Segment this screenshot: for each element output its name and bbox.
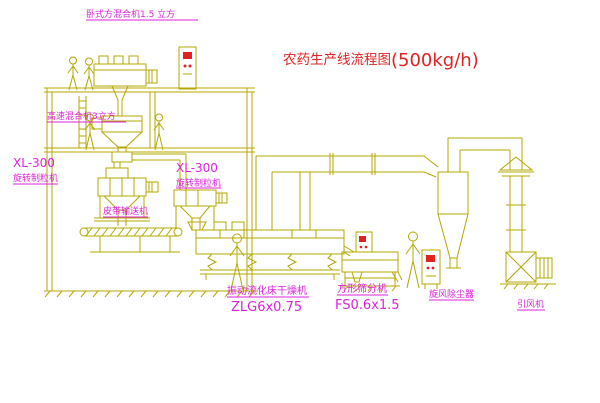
vent-cap (498, 156, 534, 177)
worker-figure-5 (229, 233, 245, 291)
diagram-title-capacity: (500kg/h) (391, 50, 479, 71)
fan-stack-duct (506, 176, 526, 252)
label-granulator-left-model: XL-300 (13, 156, 55, 170)
fluid-bed-dryer (187, 221, 355, 280)
label-sieve-name: 方形筛分机 (337, 282, 387, 295)
label-granulator-right-name: 旋转制粒机 (176, 177, 221, 189)
granulator-left (94, 167, 159, 226)
worker-figure-6 (405, 231, 421, 289)
diagram-title: 农药生产线流程图 (283, 52, 391, 68)
label-dryer-model: ZLG6x0.75 (231, 300, 302, 315)
induced-draft-fan (500, 251, 556, 290)
worker-figure-1 (67, 56, 79, 91)
label-belt-conveyor: 皮带输送机 (103, 205, 148, 217)
ground-hatch-building (44, 290, 255, 298)
building-frame (44, 87, 258, 292)
label-dryer-name: 振动流化床干燥机 (227, 284, 307, 297)
label-horizontal-mixer: 卧式方混合机1.5 立方 (86, 8, 175, 20)
granulator-right (173, 189, 228, 230)
distributor-pipe (111, 151, 187, 190)
horizontal-mixer (93, 55, 158, 116)
belt-conveyor (79, 227, 183, 253)
control-cabinet-sieve (355, 231, 373, 253)
label-cyclone: 旋风除尘器 (429, 288, 474, 300)
label-granulator-left-name: 旋转制粒机 (13, 172, 58, 184)
exhaust-duct (255, 153, 439, 230)
label-high-speed-mixer: 高速混合机3立方 (47, 110, 116, 122)
worker-figure-4 (153, 113, 165, 151)
high-speed-mixer (91, 115, 144, 152)
label-sieve-model: FS0.6x1.5 (335, 298, 400, 313)
control-cabinet-top (178, 46, 197, 90)
worker-figure-3 (84, 113, 96, 151)
cyclone-dust-collector (437, 137, 523, 269)
label-granulator-right-model: XL-300 (176, 161, 218, 175)
label-fan: 引风机 (517, 298, 544, 310)
control-cabinet-cyclone (421, 249, 441, 289)
worker-figure-2 (83, 57, 95, 91)
